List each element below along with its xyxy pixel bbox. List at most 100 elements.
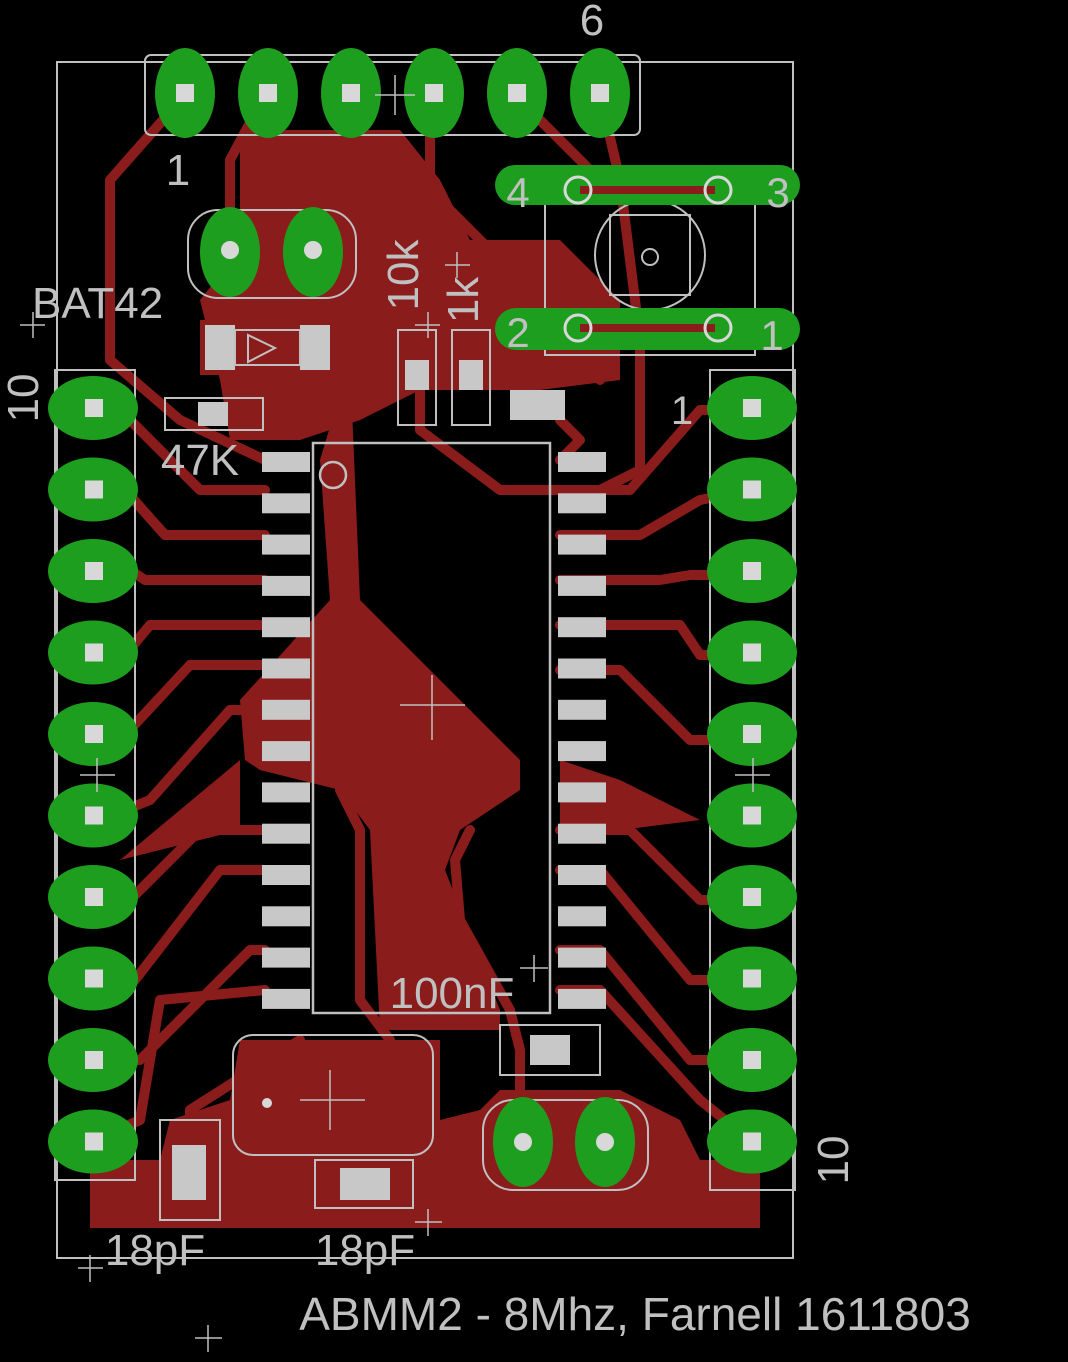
ic-pin-left (262, 947, 310, 968)
res-47k-pad (198, 402, 228, 426)
label-switch-pin2: 2 (506, 309, 529, 356)
switch-center (641, 248, 659, 266)
label-right-header-10: 10 (809, 1136, 858, 1185)
switch-drill-2 (703, 175, 733, 205)
drill-hole (85, 888, 103, 906)
drill-hole (85, 725, 103, 743)
cap-100nf-outline (499, 1024, 601, 1076)
diode-body (234, 329, 301, 366)
drill-hole (85, 1051, 103, 1069)
cap-18pf-left-pad (172, 1145, 206, 1200)
ic-pin1-marker (318, 460, 348, 490)
drill-hole (743, 1051, 761, 1069)
res-47k-outline (164, 397, 264, 431)
switch-drill-4 (703, 313, 733, 343)
copper-pour-ic (240, 360, 520, 1030)
res-10k-outline (397, 329, 437, 426)
switch-button-ring (594, 199, 706, 311)
ic-pin-left (262, 782, 310, 803)
cap-18pf-right-outline (314, 1159, 414, 1209)
label-res-47k: 47K (161, 436, 239, 485)
ic-pin-right (558, 617, 606, 638)
drill-hole (743, 480, 761, 499)
crystal (232, 1034, 434, 1156)
ic-pin-right (558, 865, 606, 885)
cap-100nf-pad (530, 1035, 570, 1065)
switch-drill-1 (563, 175, 593, 205)
drill-hole (176, 84, 194, 102)
label-cap-18pf-right: 18pF (315, 1226, 415, 1275)
drill-hole (85, 399, 103, 417)
ic-pin-left (262, 534, 310, 555)
crystal-pad-right (370, 1045, 425, 1145)
drill-hole (743, 806, 761, 825)
drill-hole (743, 399, 761, 417)
res-1k-outline (451, 329, 491, 426)
drill-hole (425, 84, 443, 102)
drill-hole (85, 969, 103, 988)
ic-pin-left (262, 575, 310, 596)
diode-symbol (247, 333, 278, 364)
drill-hole (85, 806, 103, 825)
ic-pin-right (558, 493, 606, 514)
ic-pin-left (262, 865, 310, 885)
ic-pin-left (262, 741, 310, 762)
drill-hole (508, 84, 526, 102)
ic-pin-right (558, 575, 606, 596)
switch-button-square (609, 214, 691, 296)
label-board-caption: ABMM2 - 8Mhz, Farnell 1611803 (299, 1288, 971, 1340)
ic-pin-left (262, 699, 310, 720)
smd-components (159, 329, 601, 1221)
ic-pin-left (262, 617, 310, 638)
left-header (48, 369, 138, 1181)
drill-hole (743, 888, 761, 906)
ic-pin-right (558, 452, 606, 472)
label-cap-18pf-left: 18pF (105, 1226, 205, 1275)
diode-pad-right (300, 325, 330, 370)
crystal-pad-left (245, 1045, 300, 1145)
ic-pin-left (262, 988, 310, 1009)
ic-pin-left (262, 823, 310, 844)
ic-pin-right (558, 534, 606, 555)
drill-hole (596, 1133, 614, 1151)
top-header (144, 48, 641, 138)
label-switch-pin1: 1 (760, 312, 783, 359)
diode-pad-left (205, 325, 235, 370)
drill-hole (743, 643, 761, 662)
label-diode-bat42: BAT42 (32, 279, 163, 328)
switch-pad-row-top (495, 165, 800, 205)
label-res-1k: 1k (439, 276, 488, 323)
drill-hole (591, 84, 609, 102)
drill-hole (743, 562, 761, 580)
ic-pin-left (262, 906, 310, 927)
ic-pin-right (558, 988, 606, 1009)
ic-pin-left (262, 658, 310, 679)
crystal-outline (232, 1034, 434, 1156)
drill-hole (85, 643, 103, 662)
ic-pin-right (558, 658, 606, 679)
tact-switch (495, 165, 800, 356)
label-cap-100nf: 100nF (390, 969, 515, 1018)
drill-hole (221, 241, 239, 259)
ic-pin-right (558, 823, 606, 844)
right-header (707, 369, 797, 1191)
label-left-header-10: 10 (0, 374, 48, 423)
left-header-outline (54, 369, 136, 1181)
drill-hole (85, 562, 103, 580)
label-switch-pin4: 4 (506, 169, 529, 216)
drill-hole (259, 84, 277, 102)
drill-hole (514, 1133, 532, 1151)
crystal-marker (262, 1098, 272, 1108)
cap-18pf-right-pad (340, 1168, 390, 1200)
copper-pour-right-wedge (560, 760, 700, 830)
right-header-outline (709, 369, 796, 1191)
res-1k-pad (459, 360, 483, 390)
drill-hole (342, 84, 360, 102)
jumper-lower (482, 1097, 649, 1191)
silkscreen-text: 1 6 BAT42 10 1 10 10k 1k 47K 100nF 18pF … (0, 0, 971, 1340)
drill-hole (85, 1132, 103, 1151)
ic-chip (262, 441, 606, 1015)
jumper-upper (187, 207, 357, 299)
diode-bat42 (200, 320, 355, 375)
